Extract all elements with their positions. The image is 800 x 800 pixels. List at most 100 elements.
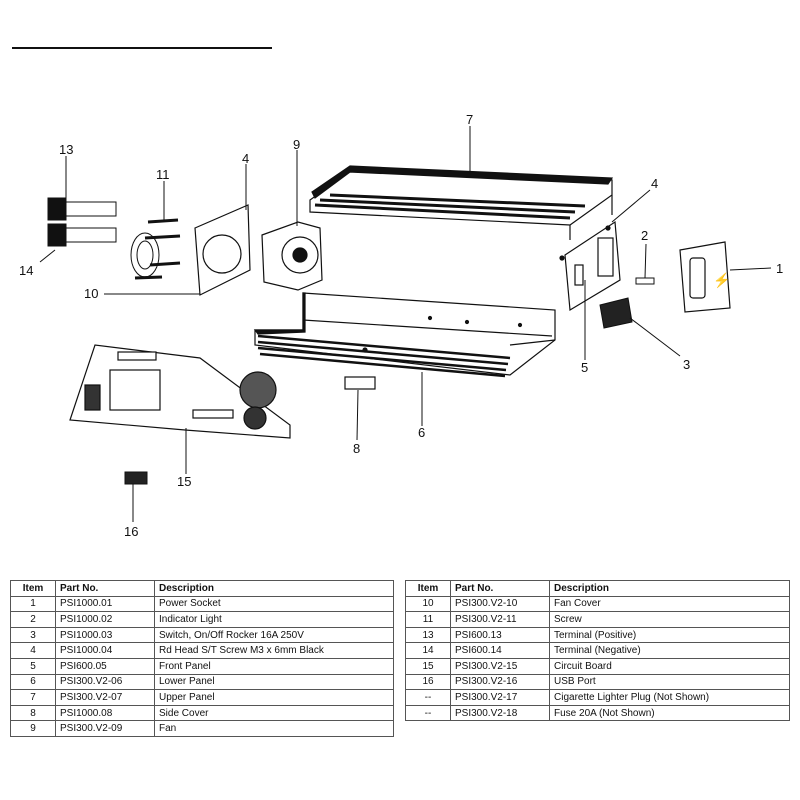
cell-description: Upper Panel: [154, 689, 394, 706]
cell-description: Rd Head S/T Screw M3 x 6mm Black: [154, 642, 394, 659]
cell-item: 10: [405, 595, 451, 613]
cell-item: 3: [10, 626, 56, 644]
cell-part-no: PSI300.V2-06: [55, 673, 155, 691]
column-header-description: Description: [549, 580, 790, 597]
callout-9: 9: [293, 137, 300, 152]
callout-16: 16: [124, 524, 138, 539]
cell-part-no: PSI300.V2-07: [55, 689, 155, 706]
cell-description: Fan: [154, 720, 394, 737]
column-header-item: Item: [10, 580, 56, 597]
cell-part-no: PSI300.V2-15: [450, 657, 550, 675]
callout-4-left: 4: [242, 151, 249, 166]
cell-item: 14: [405, 642, 451, 659]
callout-8: 8: [353, 441, 360, 456]
callout-13: 13: [59, 142, 73, 157]
callout-1: 1: [776, 261, 783, 276]
cell-item: 15: [405, 657, 451, 675]
cell-description: Power Socket: [154, 595, 394, 613]
power-socket-drawing: ⚡: [679, 241, 731, 313]
callout-2: 2: [641, 228, 648, 243]
column-header-part-no: Part No.: [55, 580, 155, 597]
cell-part-no: PSI1000.01: [55, 595, 155, 613]
cell-description: USB Port: [549, 673, 790, 691]
svg-text:⚡: ⚡: [713, 272, 730, 289]
column-header-part-no: Part No.: [450, 580, 550, 597]
callout-5: 5: [581, 360, 588, 375]
cell-description: Switch, On/Off Rocker 16A 250V: [154, 626, 394, 644]
front-panel-drawing: [559, 220, 621, 312]
column-header-item: Item: [405, 580, 451, 597]
cell-item: 6: [10, 673, 56, 691]
cell-item: 5: [10, 657, 56, 675]
callout-4-right: 4: [651, 176, 658, 191]
cell-description: Screw: [549, 611, 790, 628]
cell-description: Front Panel: [154, 657, 394, 675]
cell-description: Terminal (Positive): [549, 626, 790, 644]
cell-description: Circuit Board: [549, 657, 790, 675]
cell-item: 7: [10, 689, 56, 706]
callout-7: 7: [466, 112, 473, 127]
cell-description: Terminal (Negative): [549, 642, 790, 659]
cell-item: 8: [10, 704, 56, 722]
cell-item: 2: [10, 611, 56, 628]
cell-part-no: PSI1000.08: [55, 704, 155, 722]
lower-panel-drawing: [253, 292, 556, 378]
cell-part-no: PSI600.13: [450, 626, 550, 644]
cell-part-no: PSI300.V2-18: [450, 704, 550, 722]
cell-item: 1: [10, 595, 56, 613]
cell-item: 9: [10, 720, 56, 737]
cell-item: 13: [405, 626, 451, 644]
rocker-switch-drawing: [599, 297, 633, 329]
cell-description: Fuse 20A (Not Shown): [549, 704, 790, 722]
cell-item: 4: [10, 642, 56, 659]
usb-port-drawing: [124, 471, 148, 485]
cell-part-no: PSI600.14: [450, 642, 550, 659]
cell-part-no: PSI1000.04: [55, 642, 155, 659]
callout-11: 11: [156, 167, 170, 182]
cell-item: 16: [405, 673, 451, 691]
cell-description: Indicator Light: [154, 611, 394, 628]
callout-15: 15: [177, 474, 191, 489]
exploded-view-diagram: ⚡: [12, 47, 783, 539]
column-header-description: Description: [154, 580, 394, 597]
callout-6: 6: [418, 425, 425, 440]
circuit-board-drawing: [69, 344, 291, 439]
upper-panel-drawing: [309, 165, 614, 240]
table-header-row: Item Part No. Description: [10, 580, 394, 597]
callout-3: 3: [683, 357, 690, 372]
table-header-row: Item Part No. Description: [405, 580, 790, 597]
terminals-drawing: [47, 197, 117, 247]
cell-part-no: PSI300.V2-17: [450, 689, 550, 706]
side-cover-drawing: [344, 376, 376, 390]
fan-cover-drawing: [130, 218, 181, 280]
cell-description: Fan Cover: [549, 595, 790, 613]
cell-part-no: PSI300.V2-09: [55, 720, 155, 737]
rear-plate-drawing: [194, 204, 251, 296]
cell-part-no: PSI300.V2-10: [450, 595, 550, 613]
cell-description: Side Cover: [154, 704, 394, 722]
callout-10: 10: [84, 286, 98, 301]
fan-drawing: [261, 221, 323, 291]
cell-part-no: PSI300.V2-11: [450, 611, 550, 628]
